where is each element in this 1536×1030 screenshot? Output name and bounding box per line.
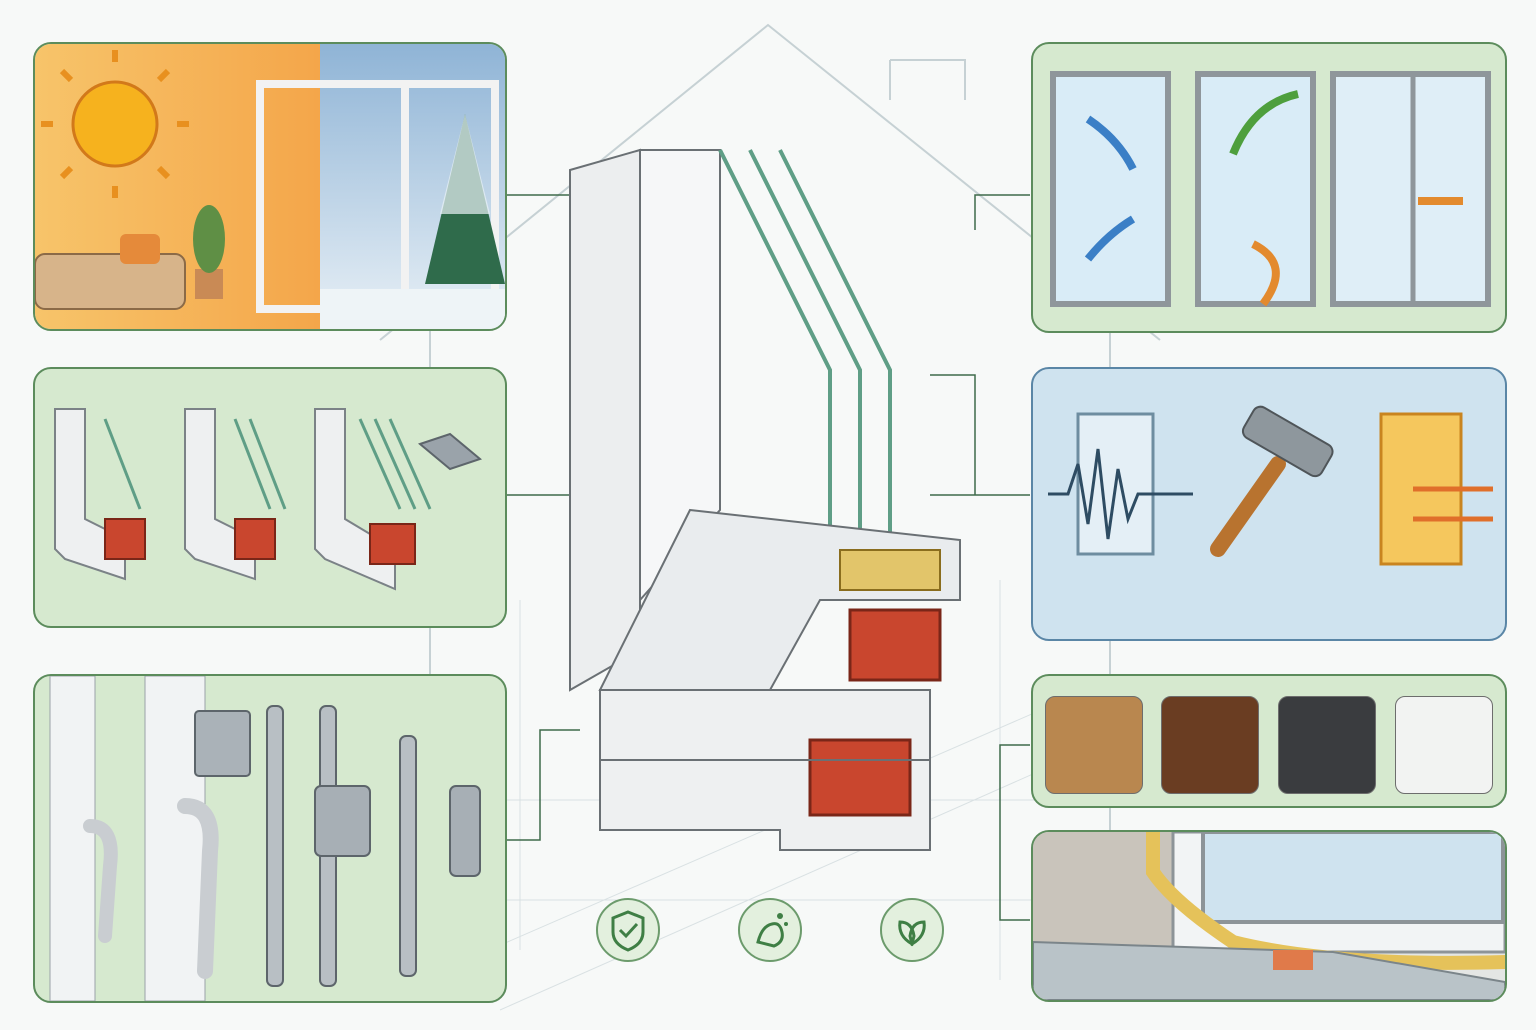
eco-leaf-icon [898, 920, 926, 947]
climate-illustration [35, 44, 505, 329]
panel-opening-types [1031, 42, 1507, 333]
clean-hands-icon [756, 913, 788, 948]
steel-reinforcement-top [848, 608, 942, 682]
installation-illustration [1033, 832, 1505, 1000]
sliding-window-icon [1330, 71, 1491, 307]
reinforcement-icon [417, 432, 483, 471]
badge-easy-care [738, 898, 802, 962]
steel-reinforcement-bottom [808, 738, 912, 817]
glass-panes [718, 149, 892, 550]
heat-glass-icon [1379, 412, 1493, 566]
profile-sections-illustration [54, 408, 483, 591]
profile-5-chamber-icon [314, 408, 432, 591]
shield-check-icon [611, 910, 645, 952]
swatch-anthracite[interactable] [1278, 696, 1376, 794]
profile-2-chamber-icon [54, 408, 146, 581]
glass-properties-illustration [1048, 405, 1493, 566]
soundproof-glass-icon [1048, 412, 1193, 556]
spacer-seal [839, 549, 941, 591]
badge-eco [880, 898, 944, 962]
badge-safety [596, 898, 660, 962]
profile-3-chamber-icon [184, 408, 287, 581]
sun-icon [41, 50, 189, 198]
tilt-turn-window-icon [1195, 71, 1316, 307]
panel-installation [1031, 830, 1507, 1002]
plant-icon [193, 205, 225, 299]
hammer-icon [1210, 405, 1334, 557]
foam-seal-icon [1146, 832, 1505, 970]
swatch-walnut[interactable] [1161, 696, 1259, 794]
panel-glass-properties [1031, 367, 1507, 641]
handle-icon [83, 798, 219, 979]
swatch-white[interactable] [1395, 696, 1493, 794]
lock-strip-icon [266, 705, 417, 987]
snow-tree-icon [425, 114, 505, 284]
sofa-icon [35, 234, 186, 310]
panel-finish-colors [1031, 674, 1507, 808]
panel-profile-sections [33, 367, 507, 628]
panel-hardware [33, 674, 507, 1003]
panel-climate-comfort [33, 42, 507, 331]
opening-types-illustration [1050, 71, 1491, 307]
hinge-icon [194, 710, 251, 777]
swatch-light-oak[interactable] [1045, 696, 1143, 794]
hardware-illustration [49, 676, 481, 1001]
window-profile-cross-section [569, 148, 961, 851]
turn-window-icon [1050, 71, 1171, 307]
striker-icon [314, 785, 481, 877]
